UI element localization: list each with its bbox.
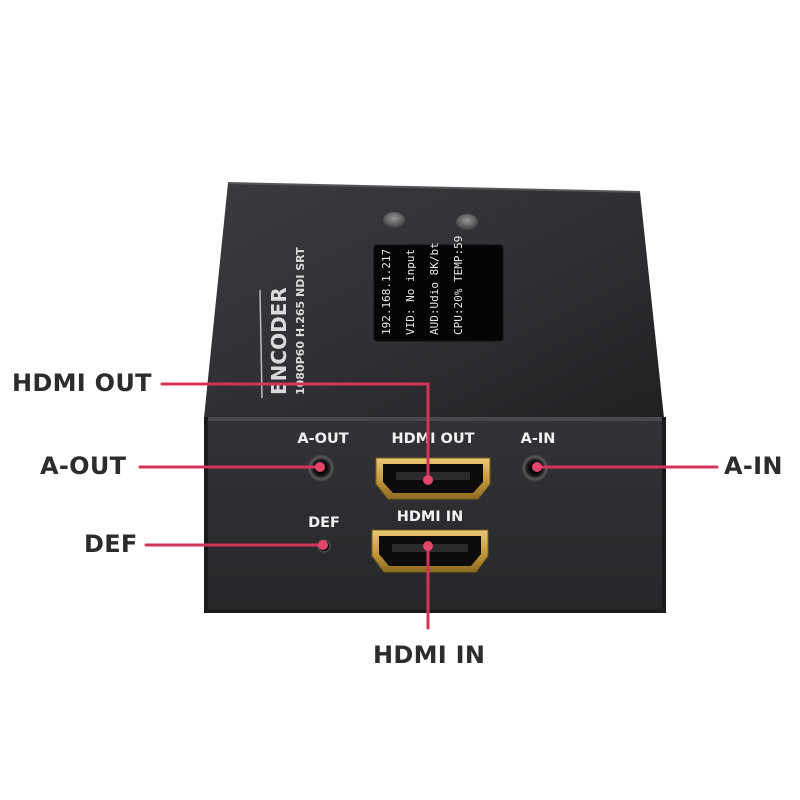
- callout-hdmi-in: HDMI IN: [373, 641, 486, 669]
- callout-lines: [138, 382, 719, 630]
- hdmi-out-port[interactable]: [375, 457, 491, 500]
- callout-dot-a-in: [532, 462, 542, 472]
- model-text: 1080P60 H.265 NDI SRT: [294, 247, 307, 395]
- callout-dots: [315, 462, 542, 551]
- top-button-left[interactable]: [383, 212, 405, 228]
- top-button-right[interactable]: [456, 214, 478, 230]
- callout-hdmi-out: HDMI OUT: [12, 369, 152, 397]
- oled-line-2: VID: No input: [404, 249, 417, 335]
- label-def: DEF: [308, 515, 340, 531]
- label-a-out: A-OUT: [297, 431, 348, 447]
- label-hdmi-in: HDMI IN: [397, 509, 464, 525]
- device-top: 192.168.1.217 VID: No input AUD:Udio 8K/…: [204, 182, 664, 418]
- callout-dot-def: [318, 540, 328, 550]
- brand-text: ENCODER: [267, 287, 291, 395]
- callout-dot-hdmi-in: [423, 541, 433, 551]
- label-hdmi-out: HDMI OUT: [391, 431, 474, 447]
- hdmi-in-port[interactable]: [371, 529, 489, 573]
- label-a-in: A-IN: [521, 431, 556, 447]
- callout-a-in: A-IN: [724, 452, 783, 480]
- callout-a-out: A-OUT: [40, 452, 127, 480]
- callout-dot-a-out: [315, 462, 325, 472]
- oled-line-3: AUD:Udio 8K/bt: [428, 242, 441, 335]
- oled-line-4: CPU:20% TEMP:59: [452, 236, 465, 335]
- callout-def: DEF: [84, 530, 138, 558]
- callout-dot-hdmi-out: [423, 475, 433, 485]
- callout-line-hdmi-out: [160, 382, 430, 481]
- front-panel: A-OUT HDMI OUT A-IN DEF HDMI IN: [204, 417, 666, 613]
- oled-screen: 192.168.1.217 VID: No input AUD:Udio 8K/…: [373, 236, 504, 342]
- oled-line-1: 192.168.1.217: [380, 249, 393, 335]
